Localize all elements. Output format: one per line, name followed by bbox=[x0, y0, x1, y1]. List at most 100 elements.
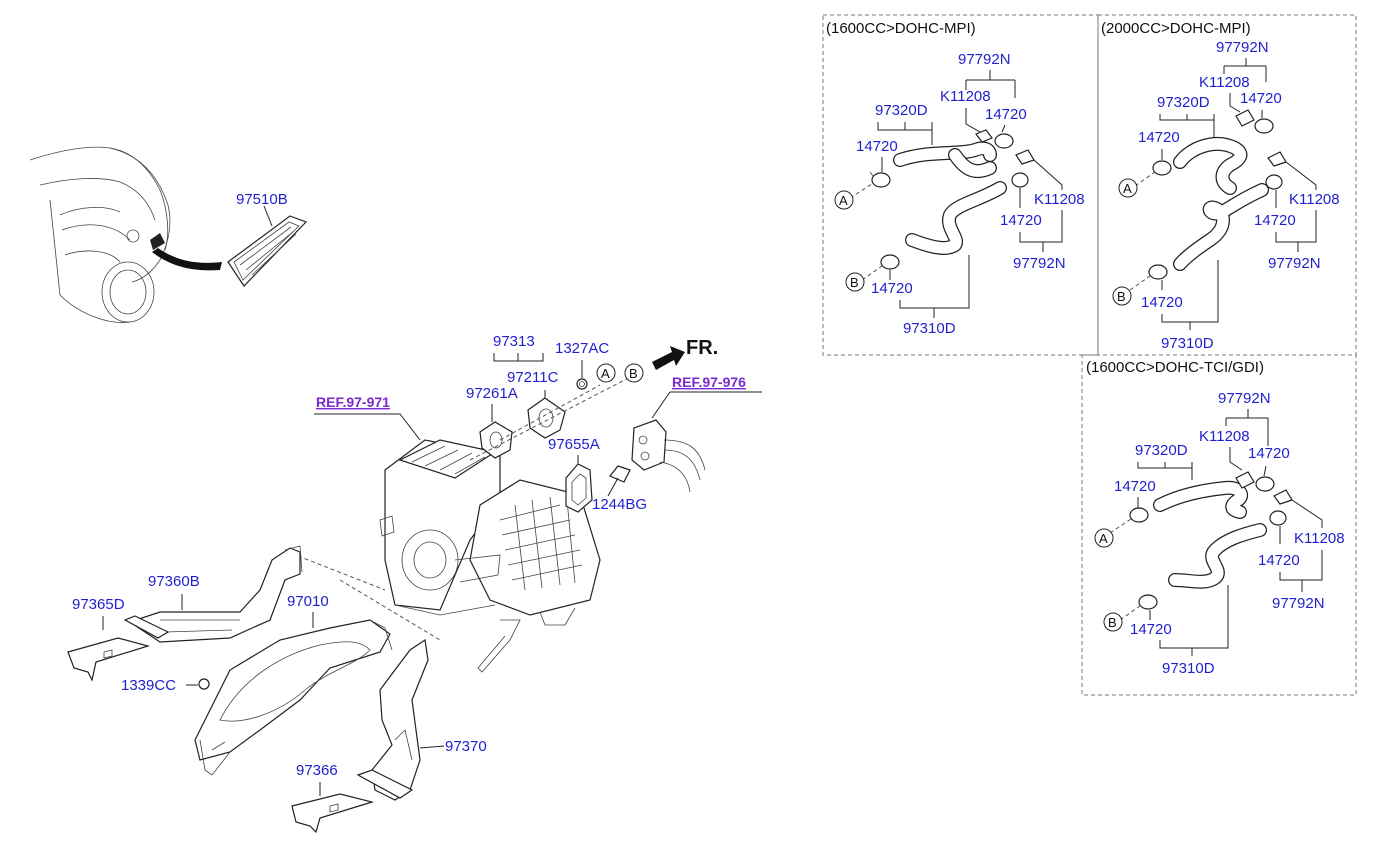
p2-97792N-bottom[interactable]: 97792N bbox=[1268, 255, 1321, 272]
p3-K11208-right[interactable]: K11208 bbox=[1294, 530, 1345, 547]
p1-clip-k11208-right[interactable] bbox=[1015, 149, 1035, 165]
p1-clamp-top[interactable] bbox=[994, 133, 1014, 149]
label-97370[interactable]: 97370 bbox=[445, 738, 487, 755]
label-97360B[interactable]: 97360B bbox=[148, 573, 200, 590]
p1-14720-top[interactable]: 14720 bbox=[985, 106, 1027, 123]
nut-1327AC[interactable] bbox=[576, 378, 588, 390]
p2-clip-k11208-top[interactable] bbox=[1235, 109, 1255, 127]
p2-clip-k11208-right[interactable] bbox=[1267, 151, 1287, 167]
heater-unit-assembly bbox=[379, 439, 601, 673]
label-97655A[interactable]: 97655A bbox=[548, 436, 600, 453]
label-97010[interactable]: 97010 bbox=[287, 593, 329, 610]
p3-14720-bottom[interactable]: 14720 bbox=[1130, 621, 1172, 638]
duct-97360B[interactable] bbox=[123, 545, 303, 643]
p1-K11208-right[interactable]: K11208 bbox=[1034, 191, 1085, 208]
p3-K11208-top[interactable]: K11208 bbox=[1199, 428, 1250, 445]
svg-text:B: B bbox=[850, 275, 859, 290]
duct-97370[interactable] bbox=[356, 638, 429, 801]
p3-14720-left[interactable]: 14720 bbox=[1114, 478, 1156, 495]
p1-97792N-top[interactable]: 97792N bbox=[958, 51, 1011, 68]
p1-97310D[interactable]: 97310D bbox=[903, 320, 956, 337]
connector-circle-b: B bbox=[624, 363, 644, 383]
p3-circle-a: A bbox=[1094, 528, 1114, 548]
svg-text:A: A bbox=[1123, 181, 1132, 196]
grommet-97655A[interactable] bbox=[565, 463, 593, 513]
p2-97310D[interactable]: 97310D bbox=[1161, 335, 1214, 352]
p2-clamp-a[interactable] bbox=[1152, 160, 1172, 176]
label-97366[interactable]: 97366 bbox=[296, 762, 338, 779]
p2-14720-right[interactable]: 14720 bbox=[1254, 212, 1296, 229]
p3-clamp-a[interactable] bbox=[1129, 507, 1149, 523]
p2-circle-b: B bbox=[1112, 286, 1132, 306]
p2-97320D[interactable]: 97320D bbox=[1157, 94, 1210, 111]
p3-97792N-top[interactable]: 97792N bbox=[1218, 390, 1271, 407]
label-1244BG[interactable]: 1244BG bbox=[592, 496, 647, 513]
panel-1600cc-dohc-tci-gdi: (1600CC>DOHC-TCI/GDI) 97792N K11208 1472… bbox=[1081, 354, 1357, 696]
p1-clamp-right[interactable] bbox=[1011, 172, 1029, 188]
p1-97792N-bottom[interactable]: 97792N bbox=[1013, 255, 1066, 272]
label-97313[interactable]: 97313 bbox=[493, 333, 535, 350]
p3-97320D[interactable]: 97320D bbox=[1135, 442, 1188, 459]
p3-97310D[interactable]: 97310D bbox=[1162, 660, 1215, 677]
p1-clamp-b[interactable] bbox=[880, 254, 900, 270]
clip-1339CC[interactable] bbox=[198, 678, 210, 690]
svg-text:A: A bbox=[839, 193, 848, 208]
p1-K11208-top[interactable]: K11208 bbox=[940, 88, 991, 105]
p3-clamp-right[interactable] bbox=[1269, 510, 1287, 526]
gasket-97261A[interactable] bbox=[479, 421, 513, 459]
cabin-air-filter-97510B[interactable] bbox=[227, 205, 308, 287]
svg-text:A: A bbox=[1099, 531, 1108, 546]
duct-cover-97365D[interactable] bbox=[67, 637, 151, 682]
p3-circle-b: B bbox=[1103, 612, 1123, 632]
panel-3-header: (1600CC>DOHC-TCI/GDI) bbox=[1086, 359, 1264, 376]
heater-pipe-connector bbox=[631, 419, 706, 493]
p3-clip-k11208-right[interactable] bbox=[1273, 489, 1293, 505]
p2-14720-bottom[interactable]: 14720 bbox=[1141, 294, 1183, 311]
svg-text:B: B bbox=[1108, 615, 1117, 630]
svg-text:B: B bbox=[629, 366, 638, 381]
p2-K11208-right[interactable]: K11208 bbox=[1289, 191, 1340, 208]
screw-1244BG[interactable] bbox=[607, 465, 631, 497]
panel-2-header: (2000CC>DOHC-MPI) bbox=[1101, 20, 1251, 37]
p3-14720-right[interactable]: 14720 bbox=[1258, 552, 1300, 569]
front-direction-arrow: FR. bbox=[652, 337, 718, 370]
panel-2000cc-dohc-mpi: (2000CC>DOHC-MPI) 97792N K11208 14720 97… bbox=[1097, 14, 1357, 356]
svg-text:FR.: FR. bbox=[686, 337, 718, 359]
label-97261A[interactable]: 97261A bbox=[466, 385, 518, 402]
duct-cover-97366[interactable] bbox=[291, 793, 375, 834]
p3-clip-k11208-top[interactable] bbox=[1235, 471, 1255, 489]
connector-circle-a: A bbox=[596, 363, 616, 383]
p1-97320D[interactable]: 97320D bbox=[875, 102, 928, 119]
vehicle-rear-illustration bbox=[29, 146, 222, 323]
p3-97792N-bottom[interactable]: 97792N bbox=[1272, 595, 1325, 612]
svg-text:B: B bbox=[1117, 289, 1126, 304]
p2-clamp-b[interactable] bbox=[1148, 264, 1168, 280]
gasket-97211C[interactable] bbox=[527, 397, 566, 439]
p1-clip-k11208-top[interactable] bbox=[975, 129, 993, 143]
label-97211C[interactable]: 97211C bbox=[507, 369, 559, 386]
p1-clamp-a[interactable] bbox=[869, 171, 891, 188]
main-duct-97010[interactable] bbox=[194, 619, 393, 776]
p1-14720-left[interactable]: 14720 bbox=[856, 138, 898, 155]
p1-14720-bottom[interactable]: 14720 bbox=[871, 280, 913, 297]
ref-97-976[interactable]: REF.97-976 bbox=[672, 374, 746, 390]
p2-97792N-top[interactable]: 97792N bbox=[1216, 39, 1269, 56]
p1-14720-right[interactable]: 14720 bbox=[1000, 212, 1042, 229]
panel-1-header: (1600CC>DOHC-MPI) bbox=[826, 20, 976, 37]
p2-clamp-top[interactable] bbox=[1254, 118, 1274, 134]
label-97365D[interactable]: 97365D bbox=[72, 596, 125, 613]
label-1339CC[interactable]: 1339CC bbox=[121, 677, 176, 694]
p3-14720-top[interactable]: 14720 bbox=[1248, 445, 1290, 462]
p3-clamp-top[interactable] bbox=[1255, 476, 1275, 492]
p2-14720-left[interactable]: 14720 bbox=[1138, 129, 1180, 146]
p2-K11208-top[interactable]: K11208 bbox=[1199, 74, 1250, 91]
ref-97-971[interactable]: REF.97-971 bbox=[316, 394, 390, 410]
label-97510B[interactable]: 97510B bbox=[236, 191, 288, 208]
label-1327AC[interactable]: 1327AC bbox=[555, 340, 609, 357]
p2-14720-top[interactable]: 14720 bbox=[1240, 90, 1282, 107]
svg-text:A: A bbox=[601, 366, 610, 381]
p2-clamp-right[interactable] bbox=[1265, 174, 1283, 190]
p1-circle-b: B bbox=[845, 272, 865, 292]
p3-clamp-b[interactable] bbox=[1138, 594, 1158, 610]
